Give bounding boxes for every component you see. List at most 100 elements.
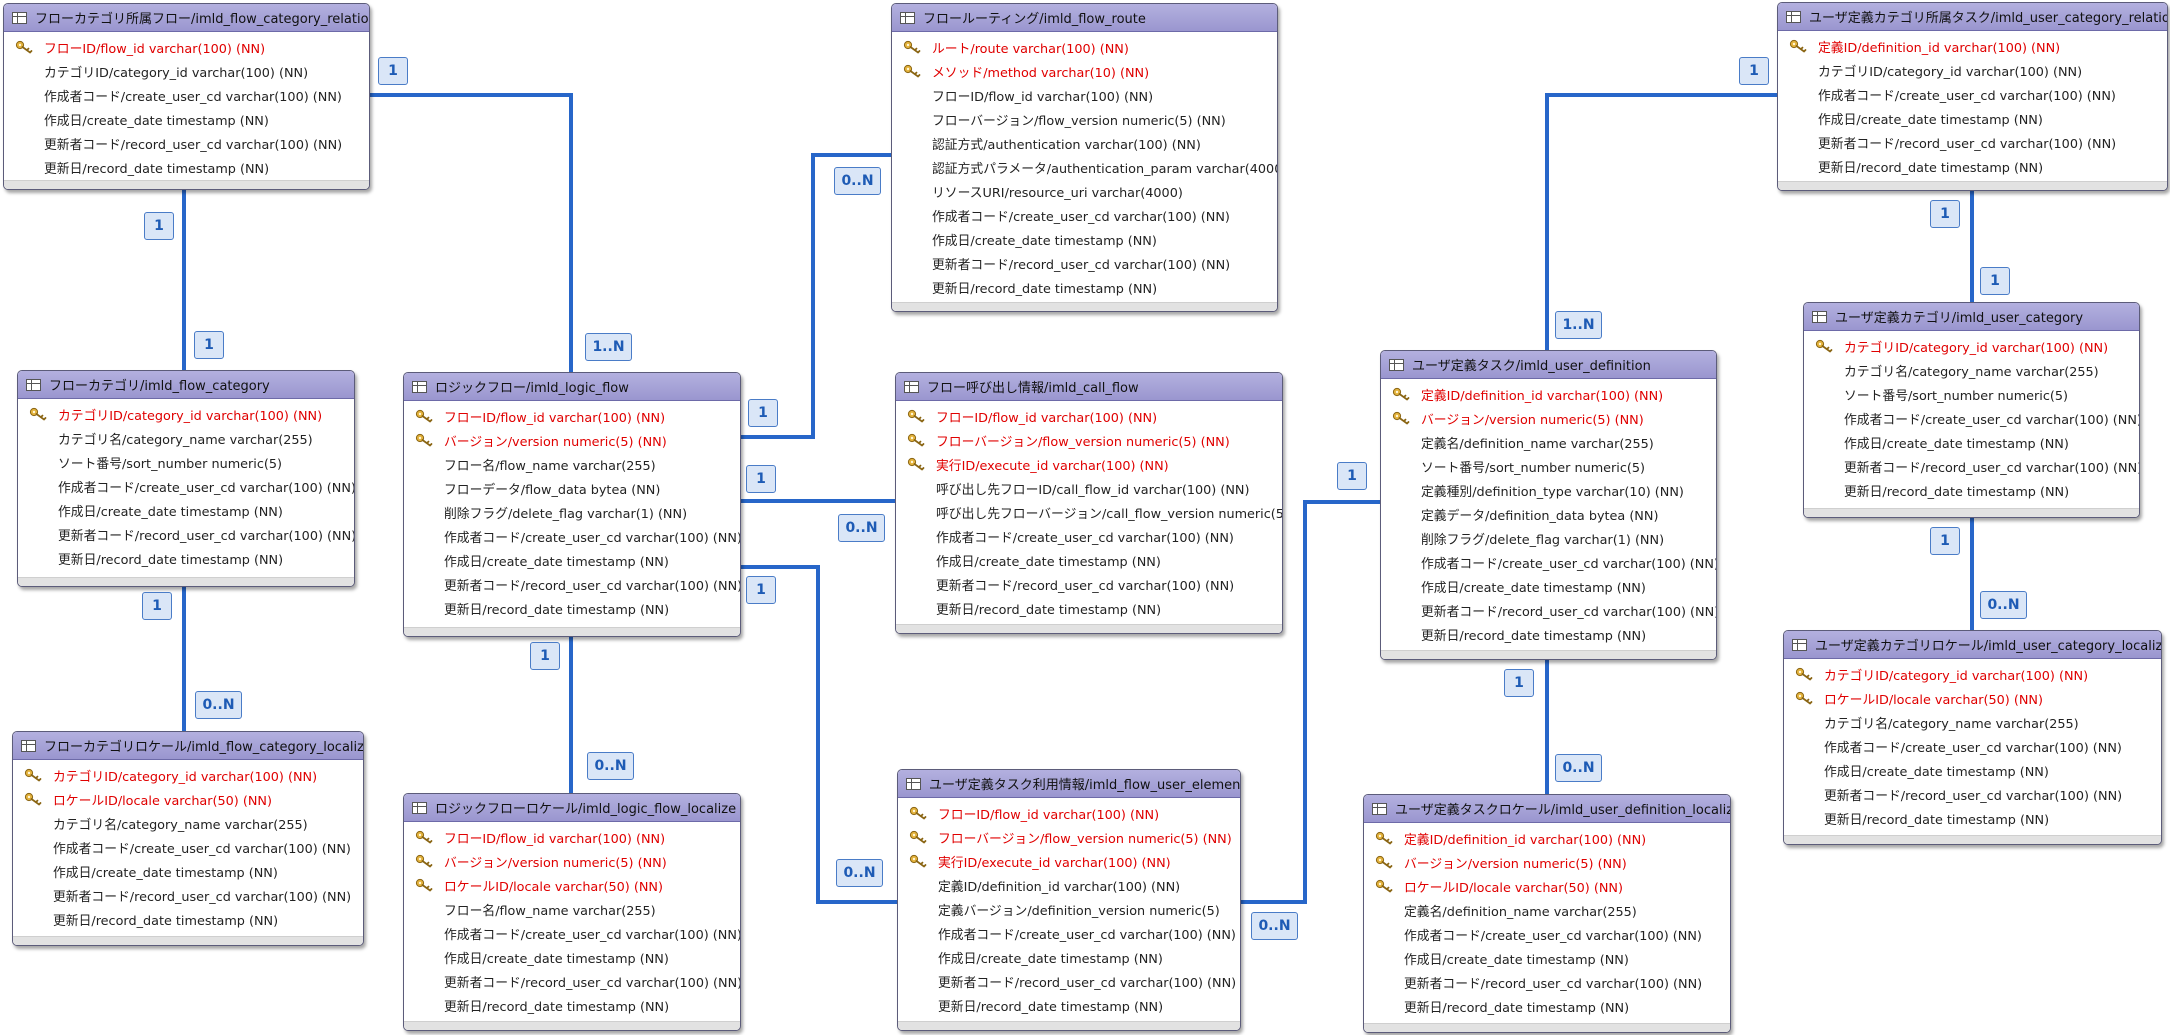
column[interactable]: ソート番号/sort_number numeric(5) [1381, 454, 1716, 478]
column[interactable]: 更新日/record_date timestamp (NN) [1778, 154, 2167, 178]
column[interactable]: カテゴリ名/category_name varchar(255) [18, 426, 354, 450]
column[interactable]: 更新日/record_date timestamp (NN) [1804, 478, 2139, 502]
column[interactable]: 作成日/create_date timestamp (NN) [18, 498, 354, 522]
primary-key-column[interactable]: カテゴリID/category_id varchar(100) (NN) [1784, 662, 2161, 686]
column[interactable]: 削除フラグ/delete_flag varchar(1) (NN) [404, 500, 740, 524]
column[interactable]: 更新日/record_date timestamp (NN) [896, 596, 1282, 620]
column[interactable]: 呼び出し先フローID/call_flow_id varchar(100) (NN… [896, 476, 1282, 500]
column[interactable]: 削除フラグ/delete_flag varchar(1) (NN) [1381, 526, 1716, 550]
column[interactable]: 更新者コード/record_user_cd varchar(100) (NN) [1381, 598, 1716, 622]
primary-key-column[interactable]: カテゴリID/category_id varchar(100) (NN) [1804, 334, 2139, 358]
column[interactable]: 更新日/record_date timestamp (NN) [18, 546, 354, 570]
column[interactable]: 更新者コード/record_user_cd varchar(100) (NN) [4, 131, 369, 155]
column[interactable]: 更新日/record_date timestamp (NN) [4, 155, 369, 179]
relationship-line[interactable] [739, 565, 897, 904]
column[interactable]: 作成者コード/create_user_cd varchar(100) (NN) [1778, 82, 2167, 106]
column[interactable]: 更新者コード/record_user_cd varchar(100) (NN) [404, 572, 740, 596]
column[interactable]: 作成者コード/create_user_cd varchar(100) (NN) [18, 474, 354, 498]
column[interactable]: 作成者コード/create_user_cd varchar(100) (NN) [4, 83, 369, 107]
entity-header[interactable]: フローカテゴリ所属フロー/imld_flow_category_relation [4, 4, 369, 32]
column[interactable]: フロー名/flow_name varchar(255) [404, 897, 740, 921]
column[interactable]: リソースURI/resource_uri varchar(4000) [892, 179, 1277, 203]
column[interactable]: 作成者コード/create_user_cd varchar(100) (NN) [896, 524, 1282, 548]
primary-key-column[interactable]: ロケールID/locale varchar(50) (NN) [13, 787, 363, 811]
column[interactable]: 更新日/record_date timestamp (NN) [1364, 994, 1730, 1018]
primary-key-column[interactable]: フローID/flow_id varchar(100) (NN) [898, 801, 1240, 825]
primary-key-column[interactable]: ルート/route varchar(100) (NN) [892, 35, 1277, 59]
primary-key-column[interactable]: カテゴリID/category_id varchar(100) (NN) [13, 763, 363, 787]
column[interactable]: 更新者コード/record_user_cd varchar(100) (NN) [18, 522, 354, 546]
entity-header[interactable]: ユーザ定義カテゴリ/imld_user_category [1804, 303, 2139, 331]
column[interactable]: 更新者コード/record_user_cd varchar(100) (NN) [892, 251, 1277, 275]
relationship-line[interactable] [368, 93, 573, 374]
primary-key-column[interactable]: メソッド/method varchar(10) (NN) [892, 59, 1277, 83]
column[interactable]: 呼び出し先フローバージョン/call_flow_version numeric(… [896, 500, 1282, 524]
entity-header[interactable]: ユーザ定義カテゴリ所属タスク/imld_user_category_relati… [1778, 3, 2167, 31]
column[interactable]: 更新者コード/record_user_cd varchar(100) (NN) [404, 969, 740, 993]
primary-key-column[interactable]: ロケールID/locale varchar(50) (NN) [1364, 874, 1730, 898]
column[interactable]: 定義データ/definition_data bytea (NN) [1381, 502, 1716, 526]
entity-header[interactable]: ユーザ定義タスクロケール/imld_user_definition_locali… [1364, 795, 1730, 823]
column[interactable]: フローバージョン/flow_version numeric(5) (NN) [892, 107, 1277, 131]
column[interactable]: 作成者コード/create_user_cd varchar(100) (NN) [898, 921, 1240, 945]
column[interactable]: カテゴリID/category_id varchar(100) (NN) [4, 59, 369, 83]
relationship-line[interactable] [739, 153, 891, 439]
column[interactable]: 作成者コード/create_user_cd varchar(100) (NN) [404, 921, 740, 945]
column[interactable]: 更新者コード/record_user_cd varchar(100) (NN) [13, 883, 363, 907]
primary-key-column[interactable]: 定義ID/definition_id varchar(100) (NN) [1778, 34, 2167, 58]
relationship-line[interactable] [1239, 500, 1380, 904]
primary-key-column[interactable]: 実行ID/execute_id varchar(100) (NN) [898, 849, 1240, 873]
primary-key-column[interactable]: カテゴリID/category_id varchar(100) (NN) [18, 402, 354, 426]
entity-flow-route[interactable]: フロールーティング/imld_flow_route ルート/route varch… [891, 3, 1278, 312]
primary-key-column[interactable]: バージョン/version numeric(5) (NN) [404, 849, 740, 873]
column[interactable]: 定義ID/definition_id varchar(100) (NN) [898, 873, 1240, 897]
column[interactable]: 定義名/definition_name varchar(255) [1364, 898, 1730, 922]
entity-user-category-relation[interactable]: ユーザ定義カテゴリ所属タスク/imld_user_category_relati… [1777, 2, 2168, 191]
column[interactable]: 作成日/create_date timestamp (NN) [1381, 574, 1716, 598]
primary-key-column[interactable]: バージョン/version numeric(5) (NN) [404, 428, 740, 452]
column[interactable]: 作成日/create_date timestamp (NN) [404, 945, 740, 969]
column[interactable]: 作成日/create_date timestamp (NN) [1364, 946, 1730, 970]
column[interactable]: 更新者コード/record_user_cd varchar(100) (NN) [1804, 454, 2139, 478]
primary-key-column[interactable]: フローID/flow_id varchar(100) (NN) [4, 35, 369, 59]
column[interactable]: 作成者コード/create_user_cd varchar(100) (NN) [892, 203, 1277, 227]
column[interactable]: 作成日/create_date timestamp (NN) [896, 548, 1282, 572]
column[interactable]: 作成日/create_date timestamp (NN) [4, 107, 369, 131]
column[interactable]: 作成日/create_date timestamp (NN) [1784, 758, 2161, 782]
column[interactable]: 作成者コード/create_user_cd varchar(100) (NN) [1381, 550, 1716, 574]
column[interactable]: 更新日/record_date timestamp (NN) [892, 275, 1277, 299]
column[interactable]: 認証方式パラメータ/authentication_param varchar(4… [892, 155, 1277, 179]
column[interactable]: 作成日/create_date timestamp (NN) [892, 227, 1277, 251]
primary-key-column[interactable]: 実行ID/execute_id varchar(100) (NN) [896, 452, 1282, 476]
column[interactable]: 作成日/create_date timestamp (NN) [13, 859, 363, 883]
column[interactable]: 更新日/record_date timestamp (NN) [13, 907, 363, 931]
column[interactable]: 認証方式/authentication varchar(100) (NN) [892, 131, 1277, 155]
entity-user-category-localize[interactable]: ユーザ定義カテゴリロケール/imld_user_category_localiz… [1783, 630, 2162, 845]
column[interactable]: 作成日/create_date timestamp (NN) [1804, 430, 2139, 454]
primary-key-column[interactable]: フローID/flow_id varchar(100) (NN) [404, 825, 740, 849]
column[interactable]: フロー名/flow_name varchar(255) [404, 452, 740, 476]
column[interactable]: フローID/flow_id varchar(100) (NN) [892, 83, 1277, 107]
column[interactable]: 更新日/record_date timestamp (NN) [404, 993, 740, 1017]
primary-key-column[interactable]: フローバージョン/flow_version numeric(5) (NN) [896, 428, 1282, 452]
entity-header[interactable]: フロールーティング/imld_flow_route [892, 4, 1277, 32]
entity-header[interactable]: フローカテゴリ/imld_flow_category [18, 371, 354, 399]
primary-key-column[interactable]: ロケールID/locale varchar(50) (NN) [1784, 686, 2161, 710]
column[interactable]: カテゴリ名/category_name varchar(255) [1784, 710, 2161, 734]
column[interactable]: 更新日/record_date timestamp (NN) [404, 596, 740, 620]
entity-user-category[interactable]: ユーザ定義カテゴリ/imld_user_category カテゴリID/categ… [1803, 302, 2140, 518]
entity-user-definition-localize[interactable]: ユーザ定義タスクロケール/imld_user_definition_locali… [1363, 794, 1731, 1033]
column[interactable]: フローデータ/flow_data bytea (NN) [404, 476, 740, 500]
primary-key-column[interactable]: 定義ID/definition_id varchar(100) (NN) [1364, 826, 1730, 850]
column[interactable]: 作成者コード/create_user_cd varchar(100) (NN) [1364, 922, 1730, 946]
primary-key-column[interactable]: 定義ID/definition_id varchar(100) (NN) [1381, 382, 1716, 406]
column[interactable]: カテゴリ名/category_name varchar(255) [1804, 358, 2139, 382]
column[interactable]: 定義バージョン/definition_version numeric(5) [898, 897, 1240, 921]
column[interactable]: 作成者コード/create_user_cd varchar(100) (NN) [13, 835, 363, 859]
column[interactable]: 作成日/create_date timestamp (NN) [1778, 106, 2167, 130]
column[interactable]: 定義種別/definition_type varchar(10) (NN) [1381, 478, 1716, 502]
